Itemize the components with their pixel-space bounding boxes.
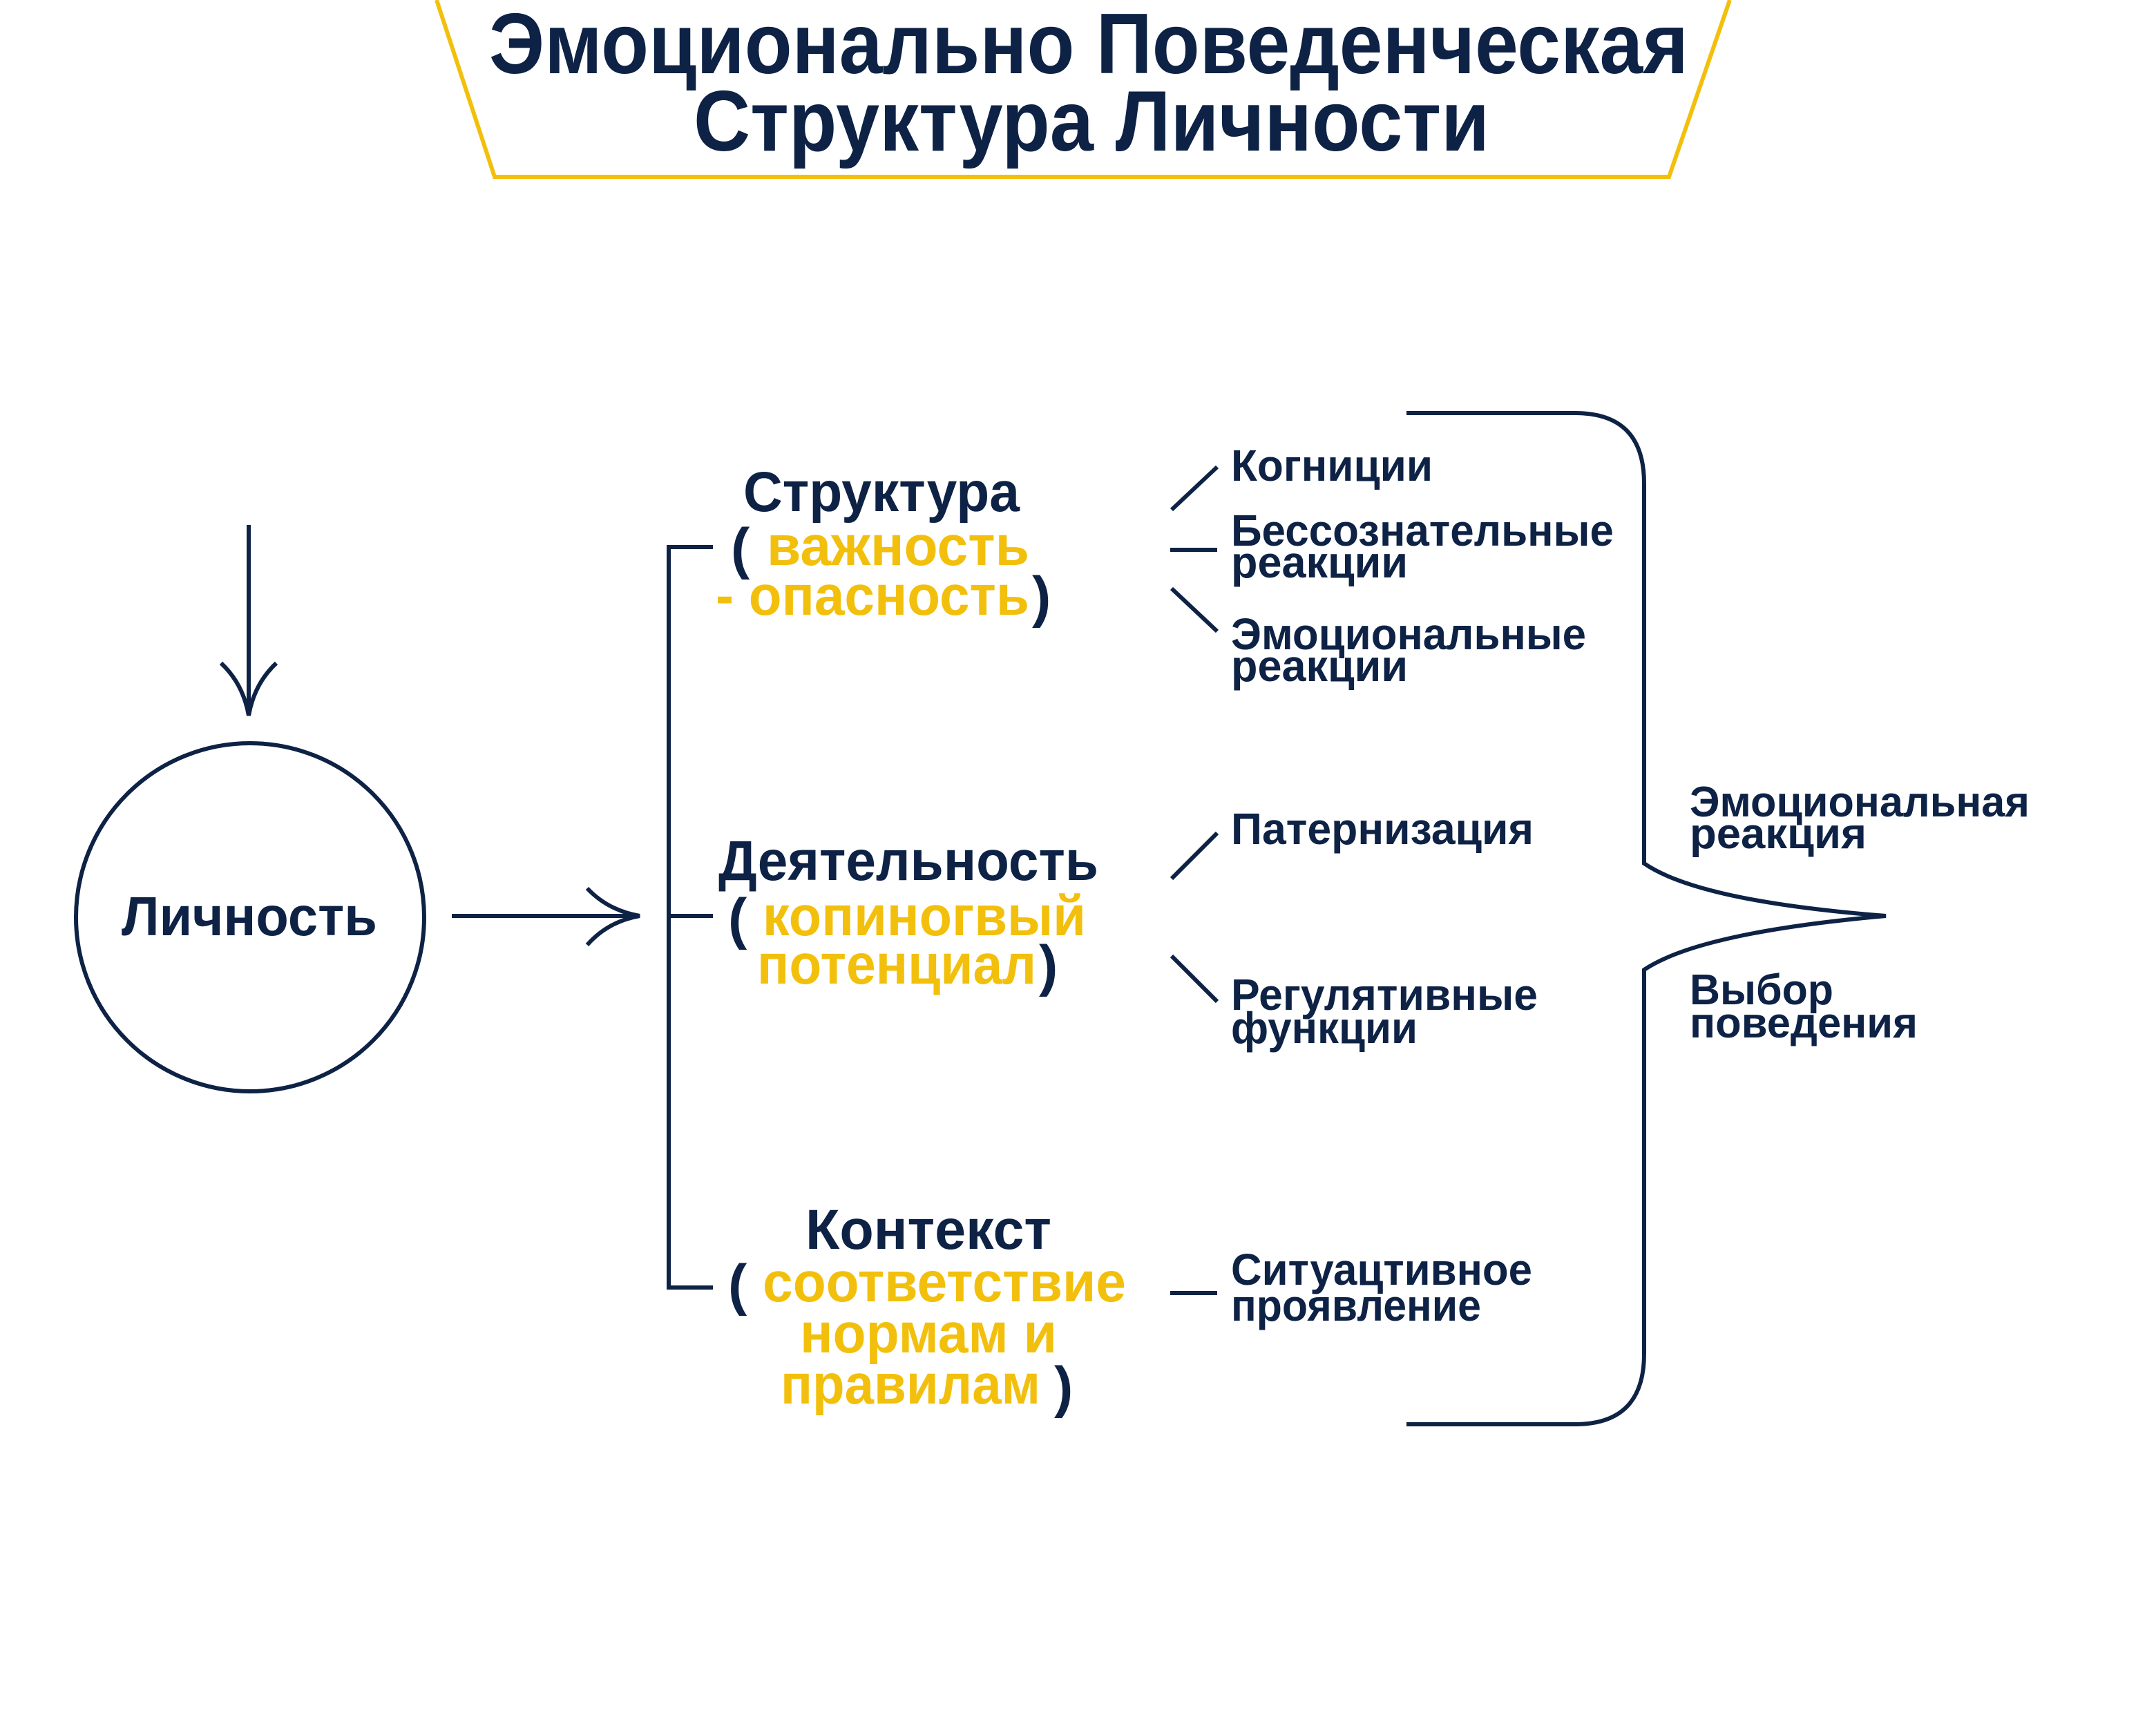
group-detail-line-2: - опасность: [716, 564, 1029, 627]
title-frame: [435, 0, 1732, 179]
outcome-behavior-line-1: Выбор: [1690, 966, 1833, 1014]
group-detail-line-1: соответствие: [763, 1251, 1126, 1314]
item-unconscious-line-1: Бессознательные: [1231, 506, 1614, 555]
outcome-behavior-line-2: поведения: [1690, 999, 1918, 1047]
connector-line: [1170, 465, 1219, 512]
group-detail-line-2: нормам и: [800, 1302, 1057, 1365]
curly-brace: [1406, 411, 1887, 1426]
title-banner: Эмоционально Поведенческая Структура Лич…: [435, 0, 1732, 179]
group-title: Контекст: [805, 1198, 1051, 1261]
outcomes: Эмоциональная реакция Выбор поведения: [1690, 778, 2030, 1047]
group-bracket: [667, 545, 713, 1290]
group-context: Контекст ( соответствие нормам и правила…: [728, 1198, 1126, 1419]
open-paren: (: [728, 888, 747, 950]
personality-label: Личность: [122, 886, 377, 947]
title-line-1: Эмоционально Поведенческая: [489, 0, 1688, 92]
item-labels: Когниции Бессознательные реакции Эмоцион…: [1231, 441, 1614, 1330]
item-situational-line-2: проявление: [1231, 1281, 1481, 1330]
group-detail-line-1: важность: [767, 515, 1029, 577]
close-paren: ): [1032, 566, 1051, 629]
personality-circle: [74, 741, 426, 1093]
item-regulatory-line-2: функции: [1231, 1003, 1418, 1053]
group-detail-line-2: потенциал: [757, 933, 1036, 996]
outcome-emotional-line-2: реакция: [1690, 810, 1867, 858]
group-activity: Деятельность ( копиногвый потенциал ): [718, 830, 1098, 997]
connector-line: [1170, 586, 1219, 633]
group-title: Структура: [743, 461, 1020, 524]
right-arrow-icon: [452, 886, 640, 946]
personality-node: Личность: [74, 741, 426, 1093]
connectors: [1170, 465, 1219, 1295]
group-structure: Структура ( важность - опасность ): [716, 461, 1051, 629]
item-emotional-line-2: реакции: [1231, 641, 1408, 691]
item-unconscious-line-2: реакции: [1231, 537, 1408, 587]
outcome-emotional-line-1: Эмоциональная: [1690, 778, 2030, 826]
group-detail-line-3: правилам: [781, 1353, 1040, 1416]
item-regulatory-line-1: Регулятивные: [1231, 970, 1538, 1020]
connector-line: [1170, 954, 1219, 1004]
title-line-2: Структура Личности: [694, 74, 1489, 169]
open-paren: (: [728, 1254, 747, 1317]
group-title: Деятельность: [718, 830, 1098, 892]
connector-line: [1170, 831, 1219, 881]
close-paren: ): [1054, 1356, 1073, 1419]
open-paren: (: [731, 517, 750, 580]
item-situational-line-1: Ситуацтивное: [1231, 1245, 1532, 1294]
item-cognitions: Когниции: [1231, 441, 1433, 490]
item-emotional-line-1: Эмоциональные: [1231, 609, 1586, 659]
close-paren: ): [1039, 935, 1058, 997]
item-patternization: Патернизация: [1231, 804, 1534, 854]
down-arrow-icon: [219, 525, 278, 716]
group-detail-line-1: копиногвый: [763, 885, 1086, 948]
